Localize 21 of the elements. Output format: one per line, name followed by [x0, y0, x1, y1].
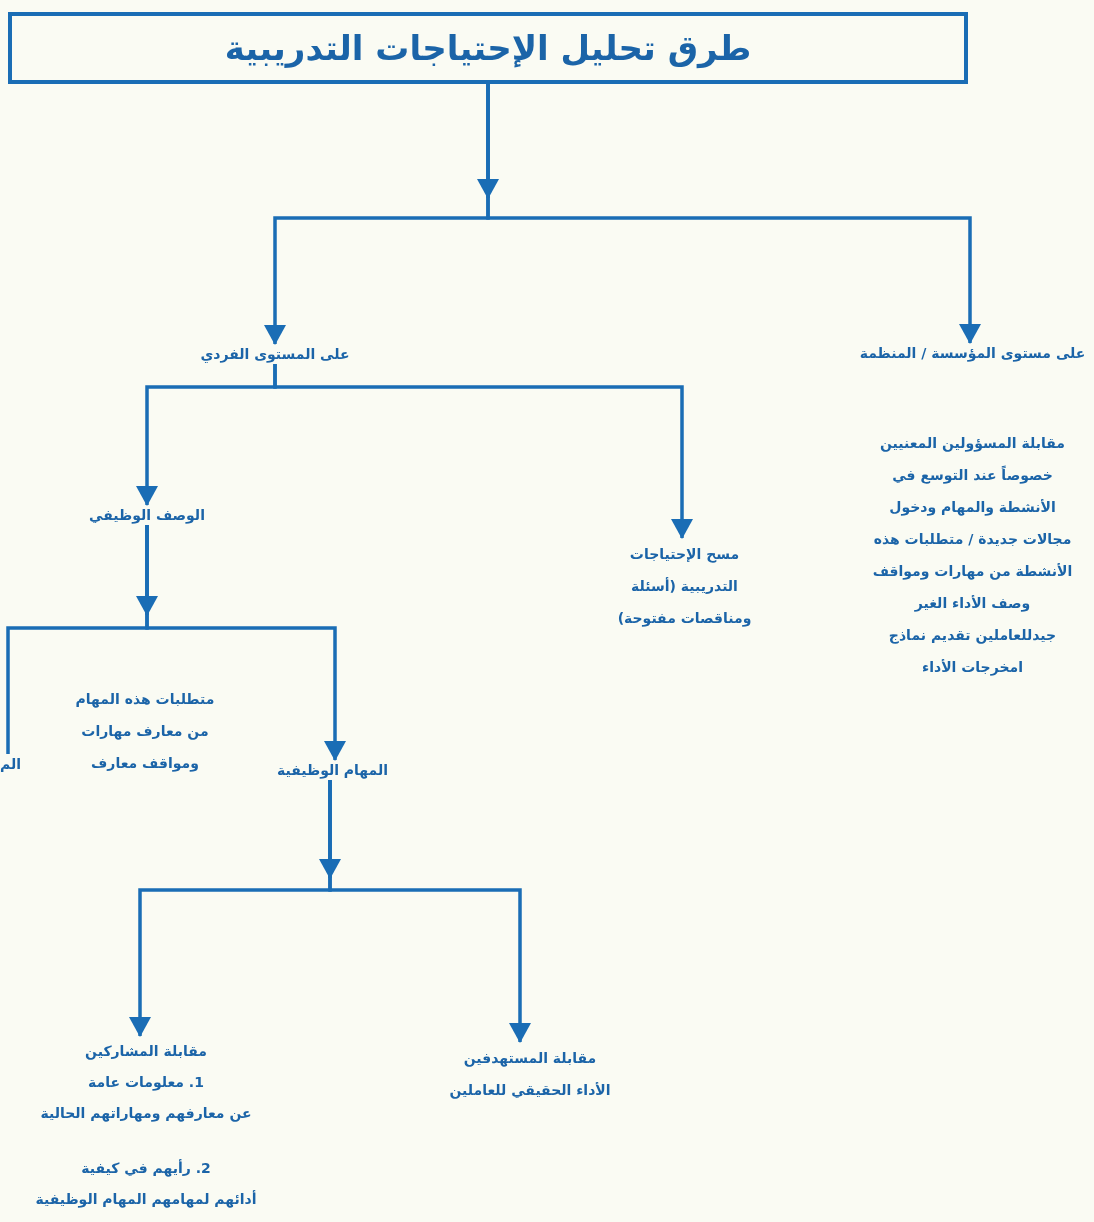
- interview-text: أدائهم لمهامهم المهام الوظيفية: [34, 1189, 258, 1210]
- method-text: مسح الإحتياجات التدريبية (أسئلة ومناقصات مفتوحة): [607, 538, 762, 634]
- step-heading: الم: [0, 754, 26, 774]
- step-heading: الوصف الوظيفي: [77, 505, 217, 525]
- interview-text: 2. رأيهم في كيفية: [80, 1158, 212, 1179]
- interview-text: 1. معلومات عامة: [87, 1073, 205, 1093]
- interview-heading: مقابلة المشاركين: [84, 1042, 208, 1062]
- arrow: [264, 84, 490, 345]
- arrow: [129, 780, 332, 1037]
- step-heading: المهام الوظيفية: [265, 760, 400, 780]
- level-heading: على مستوى المؤسسة / المنظمة: [858, 344, 1087, 363]
- connector-line: [6, 525, 149, 754]
- note-text: متطلبات هذه المهام من معارف مهارات ومواقف معارف: [74, 690, 216, 774]
- method-text: مقابلة المسؤولين المعنيين خصوصاً عند التوسع في الأنشطة والمهام ودخول مجالات جديدة / متطلبات هذه الأنشطة من مهارات ومواقف وصف الأداء الغير جيدللعاملين تقديم نماذج امخرجات الأداء: [872, 434, 1073, 678]
- arrow: [136, 364, 277, 506]
- title-box: [8, 12, 968, 84]
- interview-heading: مقابلة المستهدفين: [462, 1049, 598, 1069]
- interview-text: الأداء الحقيقي للعاملين: [448, 1081, 612, 1101]
- interview-text: عن معارفهم ومهاراتهم الحالية: [39, 1104, 253, 1124]
- title-text: طرق تحليل الإحتياجات التدريبية: [224, 28, 752, 68]
- level-heading: على المستوى الفردي: [175, 344, 375, 364]
